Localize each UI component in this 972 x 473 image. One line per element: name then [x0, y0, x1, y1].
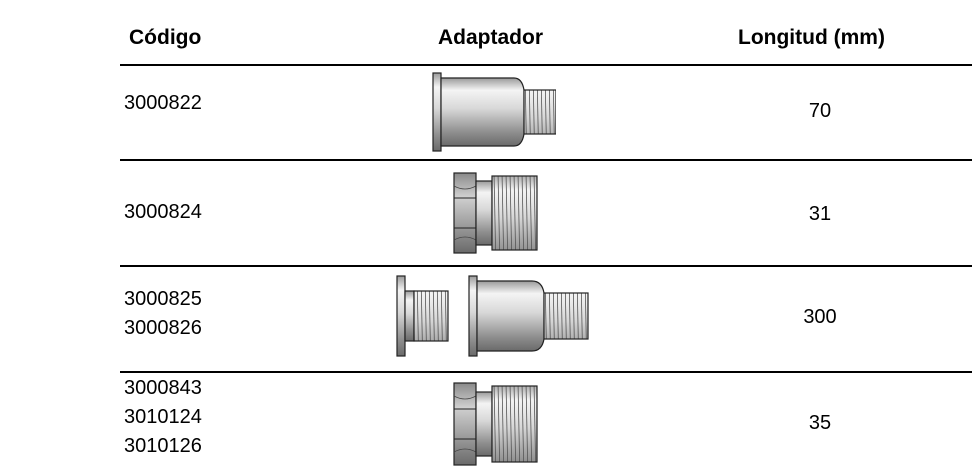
header-longitud: Longitud (mm): [738, 26, 885, 49]
row-2-length: 31: [808, 203, 832, 225]
row-4-codes: 3000843 3010124 3010126: [124, 374, 202, 461]
row-4-length: 35: [808, 412, 832, 434]
code-value: 3000822: [124, 92, 202, 114]
code-value: 3010126: [124, 435, 202, 457]
row-3-codes: 3000825 3000826: [124, 285, 202, 343]
row-1-length: 70: [808, 100, 832, 122]
row-1-codes: 3000822: [124, 89, 202, 118]
header-adaptador: Adaptador: [438, 26, 543, 49]
row-divider: [120, 371, 972, 373]
header-codigo: Código: [129, 26, 202, 49]
short-threaded-fitting-icon: [396, 275, 449, 357]
code-value: 3000825: [124, 288, 202, 310]
header-rule: [120, 64, 972, 66]
row-divider: [120, 159, 972, 161]
code-value: 3000843: [124, 377, 202, 399]
row-divider: [120, 265, 972, 267]
long-threaded-fitting-icon: [468, 275, 589, 357]
hex-nut-threaded-adapter-icon: [453, 172, 538, 254]
row-3-length: 300: [803, 306, 837, 328]
row-2-codes: 3000824: [124, 198, 202, 227]
hex-nut-threaded-adapter-icon: [453, 382, 538, 466]
straight-threaded-adapter-long-icon: [432, 72, 556, 152]
code-value: 3000824: [124, 201, 202, 223]
code-value: 3010124: [124, 406, 202, 428]
code-value: 3000826: [124, 317, 202, 339]
